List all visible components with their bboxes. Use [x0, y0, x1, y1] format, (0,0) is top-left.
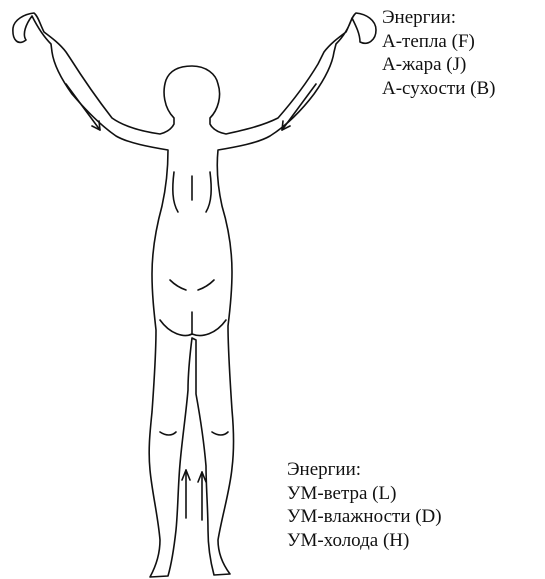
- buttocks-right: [192, 320, 226, 335]
- upper-energy-labels: Энергии: А-тепла (F) А-жара (J) А-сухост…: [382, 6, 495, 100]
- left-arm-arrow: [66, 84, 100, 130]
- right-scapula-line: [206, 172, 211, 212]
- left-waist-curve: [170, 280, 186, 290]
- left-scapula-line: [173, 172, 178, 212]
- upper-heading: Энергии:: [382, 6, 495, 30]
- buttocks-left: [160, 320, 192, 335]
- left-knee-line: [160, 432, 176, 435]
- right-waist-curve: [198, 280, 214, 290]
- lower-line-1: УМ-ветра (L): [287, 482, 442, 506]
- upper-line-3: А-сухости (B): [382, 77, 495, 101]
- lower-line-3: УМ-холода (H): [287, 529, 442, 553]
- lower-energy-labels: Энергии: УМ-ветра (L) УМ-влажности (D) У…: [287, 458, 442, 552]
- right-knee-line: [212, 432, 228, 435]
- left-leg-arrow: [182, 470, 190, 518]
- lower-line-2: УМ-влажности (D): [287, 505, 442, 529]
- upper-line-2: А-жара (J): [382, 53, 495, 77]
- right-leg-arrow: [198, 472, 206, 520]
- lower-heading: Энергии:: [287, 458, 442, 482]
- upper-line-1: А-тепла (F): [382, 30, 495, 54]
